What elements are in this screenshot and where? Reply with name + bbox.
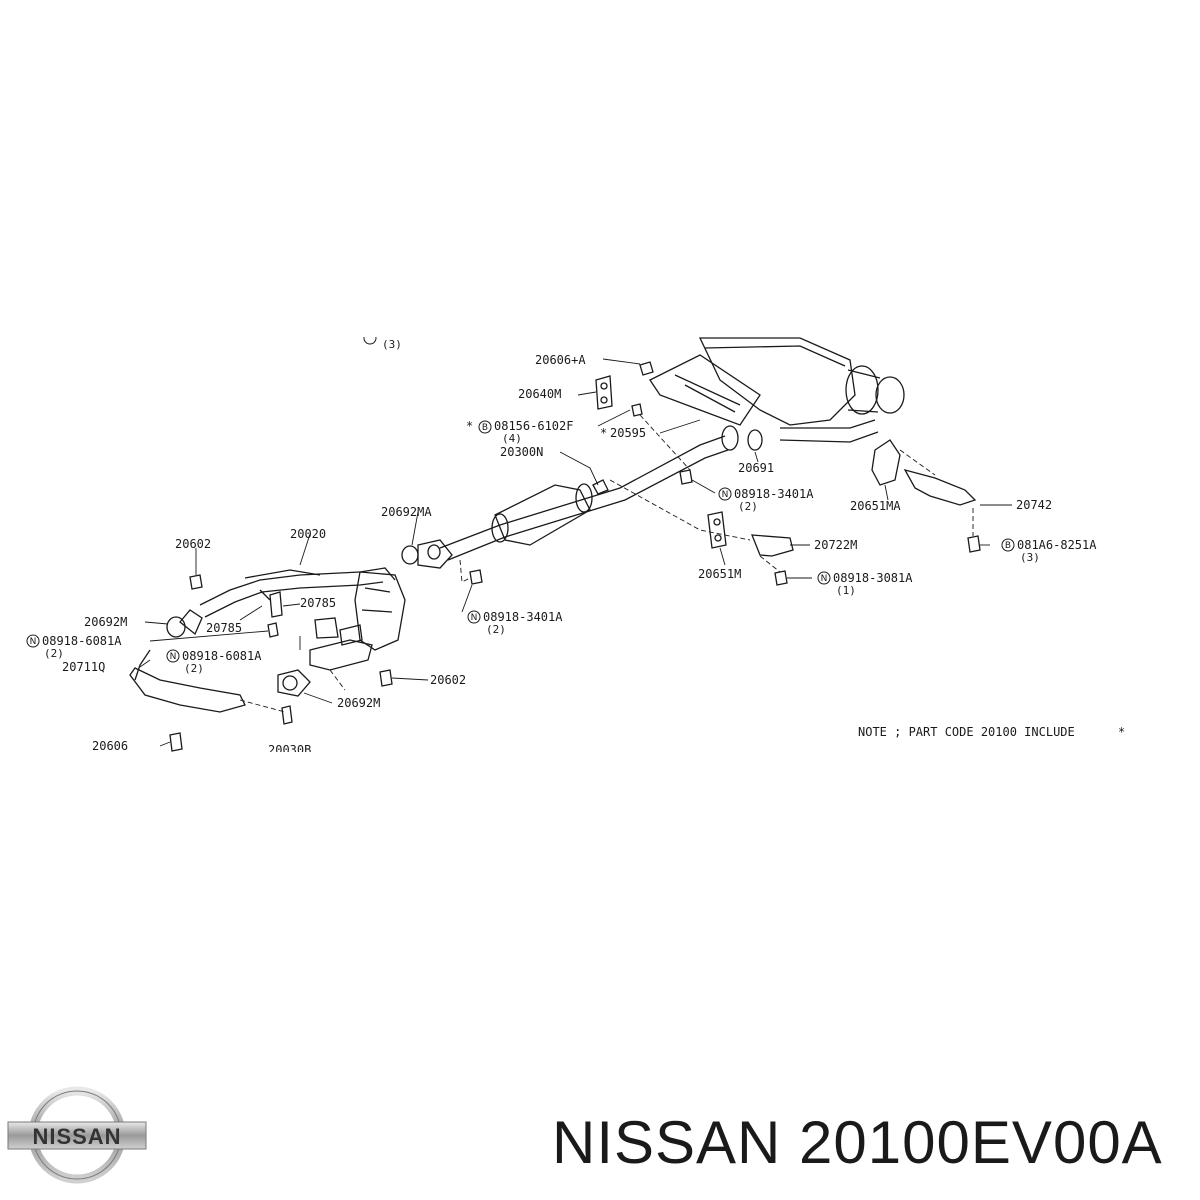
nissan-logo: NISSAN	[7, 1086, 147, 1184]
svg-text:B: B	[1005, 541, 1011, 551]
label-top-partial-qty: (3)	[382, 338, 402, 351]
fastener-symbols: B N B N N N N	[26, 331, 1015, 663]
label-20300n: 20300N	[500, 445, 543, 459]
part-labels: (3) 20606+A 20640M * 08156-6102F (4) * 2…	[42, 338, 1125, 757]
svg-text:B: B	[482, 423, 488, 433]
front-pipe-20020	[199, 567, 406, 671]
brackets-and-hangers	[129, 375, 977, 713]
label-20606a: 20606+A	[535, 353, 586, 367]
label-20602-right: 20602	[430, 673, 466, 687]
svg-text:N: N	[471, 613, 478, 623]
label-20742: 20742	[1016, 498, 1052, 512]
label-20711q: 20711Q	[62, 660, 105, 674]
svg-text:N: N	[722, 490, 729, 500]
note-asterisk: *	[1118, 725, 1125, 739]
label-08918-3401a-mid-qty: (2)	[486, 623, 506, 636]
leader-lines	[139, 358, 1012, 747]
label-20640m: 20640M	[518, 387, 561, 401]
label-20691: 20691	[738, 461, 774, 475]
label-20606: 20606	[92, 739, 128, 753]
label-08918-3401a-mid: 08918-3401A	[483, 610, 563, 624]
gaskets	[166, 425, 763, 697]
label-20692m-bottom: 20692M	[337, 696, 380, 710]
svg-text:N: N	[30, 637, 37, 647]
label-20785-b: 20785	[206, 621, 242, 635]
label-20651ma: 20651MA	[850, 499, 901, 513]
label-08918-6081a-left: 08918-6081A	[42, 634, 122, 648]
dashed-assembly-lines	[239, 414, 974, 713]
svg-text:N: N	[170, 652, 177, 662]
fasteners	[169, 361, 981, 752]
label-08156: 08156-6102F	[494, 419, 573, 433]
label-08918-6081a-mid: 08918-6081A	[182, 649, 262, 663]
rear-muffler	[649, 337, 905, 443]
label-081a6: 081A6-8251A	[1017, 538, 1097, 552]
label-08918-3401a-top-qty: (2)	[738, 500, 758, 513]
label-08156-asterisk: *	[466, 419, 473, 433]
label-20651m: 20651M	[698, 567, 741, 581]
label-20595: 20595	[610, 426, 646, 440]
label-20692m-left: 20692M	[84, 615, 127, 629]
label-08918-6081a-mid-qty: (2)	[184, 662, 204, 675]
label-08918-6081a-left-qty: (2)	[44, 647, 64, 660]
note-text: NOTE ; PART CODE 20100 INCLUDE	[858, 725, 1075, 739]
label-20785-a: 20785	[300, 596, 336, 610]
part-number-title: NISSAN 20100EV00A	[552, 1109, 1163, 1176]
center-pipe-20300n	[439, 435, 729, 561]
label-20722m: 20722M	[814, 538, 857, 552]
label-20020: 20020	[290, 527, 326, 541]
label-20602-left: 20602	[175, 537, 211, 551]
label-08918-3081a: 08918-3081A	[833, 571, 913, 585]
label-08918-3401a-top: 08918-3401A	[734, 487, 814, 501]
label-20595-asterisk: *	[600, 426, 607, 440]
label-20692ma: 20692MA	[381, 505, 432, 519]
label-08918-3081a-qty: (1)	[836, 584, 856, 597]
label-081a6-qty: (3)	[1020, 551, 1040, 564]
logo-text: NISSAN	[32, 1124, 121, 1149]
svg-text:N: N	[821, 574, 828, 584]
label-08156-qty: (4)	[502, 432, 522, 445]
